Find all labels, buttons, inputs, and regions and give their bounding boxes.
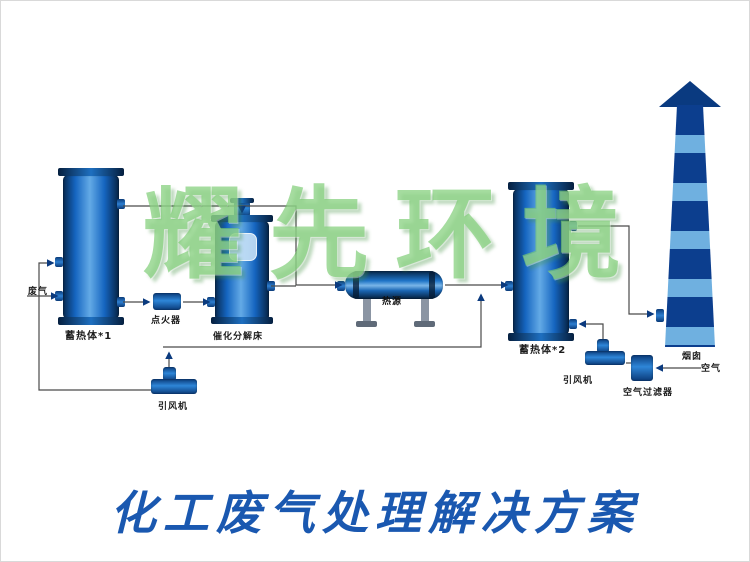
heat-source-cylinder — [345, 271, 443, 299]
fan-right-body — [585, 351, 625, 365]
regenerator2-bottom-flange — [508, 333, 574, 341]
air-filter-label: 空气过滤器 — [623, 388, 674, 398]
regenerator1-nozzle-left-lower — [55, 291, 63, 301]
igniter-label: 点火器 — [151, 316, 182, 326]
waste-gas-label: 废气 — [28, 287, 49, 297]
catalytic-bed-nozzle-right — [267, 281, 275, 291]
fan-right-outlet — [597, 339, 609, 353]
line-fan-right-to-regen2 — [578, 320, 604, 339]
regenerator1-label: 蓄热体*1 — [65, 331, 113, 342]
air-label: 空气 — [701, 364, 722, 374]
catalytic-bed-label: 催化分解床 — [213, 332, 264, 342]
heat-source-label: 热源 — [382, 297, 403, 307]
heat-source-leg-left — [363, 295, 371, 323]
chimney-cap — [659, 81, 721, 107]
regenerator1-nozzle-top-right — [117, 199, 125, 209]
heat-source-ring-right — [429, 271, 435, 299]
catalytic-bed-top-flange — [211, 215, 273, 222]
fan-right-label: 引风机 — [563, 376, 594, 386]
regenerator2-nozzle-bottom-right — [569, 319, 577, 329]
catalytic-bed-stub-cap — [230, 198, 254, 203]
catalytic-bed-bottom-flange — [211, 317, 273, 324]
regenerator2-nozzle-left — [505, 281, 513, 291]
heat-source-nozzle-left — [337, 281, 345, 291]
chimney-label: 烟囱 — [682, 352, 703, 362]
page-title: 化工废气处理解决方案 — [110, 486, 640, 540]
regenerator1-nozzle-left-upper — [55, 257, 63, 267]
chimney-stack — [665, 105, 715, 347]
catalytic-bed-nozzle-left — [207, 297, 215, 307]
fan-left-body — [151, 379, 197, 394]
air-filter-box — [631, 355, 653, 381]
fan-left-outlet — [163, 367, 176, 381]
regenerator2-nozzle-top-right — [569, 221, 577, 231]
chimney-nozzle-left — [656, 309, 664, 322]
regenerator2-vessel — [513, 189, 569, 335]
line-regen2-to-chimney — [578, 225, 655, 318]
regenerator1-top-flange — [58, 168, 124, 176]
fan-left-label: 引风机 — [158, 402, 189, 412]
catalytic-bed-window — [229, 233, 257, 261]
heat-source-ring-left — [353, 271, 359, 299]
heat-source-foot-right — [414, 321, 435, 327]
heat-source-foot-left — [356, 321, 377, 327]
regenerator1-bottom-flange — [58, 317, 124, 325]
regenerator1-nozzle-bottom-right — [117, 297, 125, 307]
regenerator2-label: 蓄热体*2 — [519, 345, 567, 356]
regenerator1-vessel — [63, 175, 119, 319]
heat-source-leg-right — [421, 295, 429, 323]
regenerator2-top-flange — [508, 182, 574, 190]
igniter-box — [153, 293, 181, 310]
